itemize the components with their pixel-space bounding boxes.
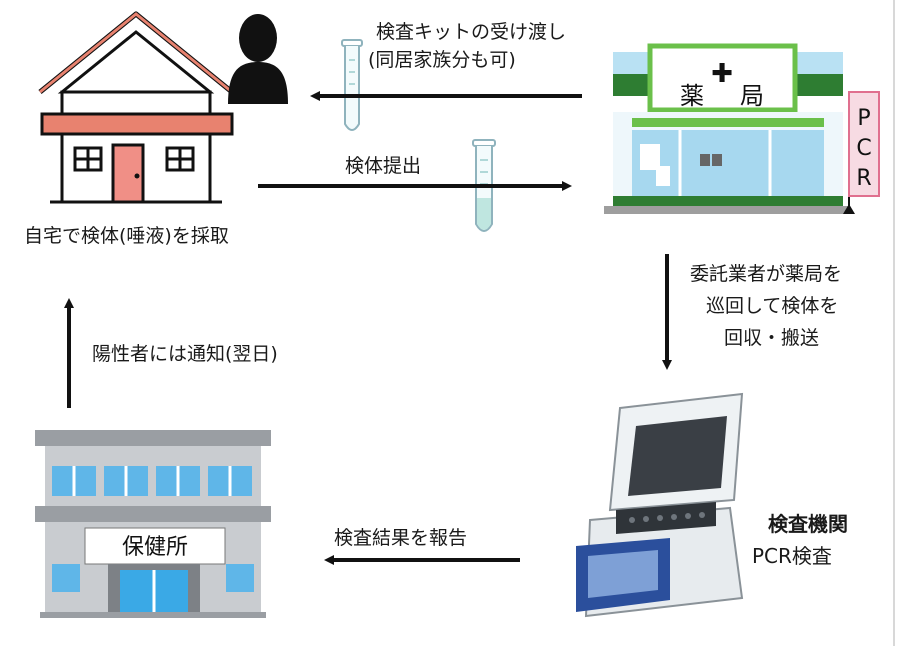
house-icon: [38, 11, 234, 204]
kit-handover-label-line1: 検査キットの受け渡し: [376, 21, 567, 43]
kit-handover-label-line2: (同居家族分も可): [368, 49, 516, 71]
pcr-banner-p: P: [857, 106, 870, 131]
pcr-banner-c: C: [856, 136, 871, 161]
courier-label-line2: 巡回して検体を: [706, 295, 839, 317]
right-border: [893, 0, 895, 646]
person-icon: [228, 14, 288, 104]
health-center-icon: [35, 430, 271, 618]
pcr-machine-icon: [576, 392, 744, 618]
report-results-label: 検査結果を報告: [334, 527, 468, 549]
specimen-submit-label: 検体提出: [345, 155, 422, 177]
courier-label-line3: 回収・搬送: [724, 327, 820, 349]
test-tube-empty-icon: [341, 39, 363, 131]
notify-positive-label: 陽性者には通知(翌日): [92, 343, 278, 365]
lab-subtitle: PCR検査: [752, 544, 832, 568]
pharmacy-cross: ✚: [711, 59, 733, 89]
health-center-sign: 保健所: [122, 535, 188, 560]
courier-label-line1: 委託業者が薬局を: [690, 263, 843, 285]
test-tube-filled-icon: [472, 139, 496, 232]
pharmacy-icon: [604, 43, 880, 214]
pharmacy-sign-char-1: 薬: [680, 82, 704, 110]
lab-title: 検査機関: [768, 512, 848, 536]
home-collect-label: 自宅で検体(唾液)を採取: [24, 225, 229, 247]
pcr-banner-r: R: [856, 166, 871, 191]
pharmacy-sign-char-2: 局: [740, 82, 764, 110]
